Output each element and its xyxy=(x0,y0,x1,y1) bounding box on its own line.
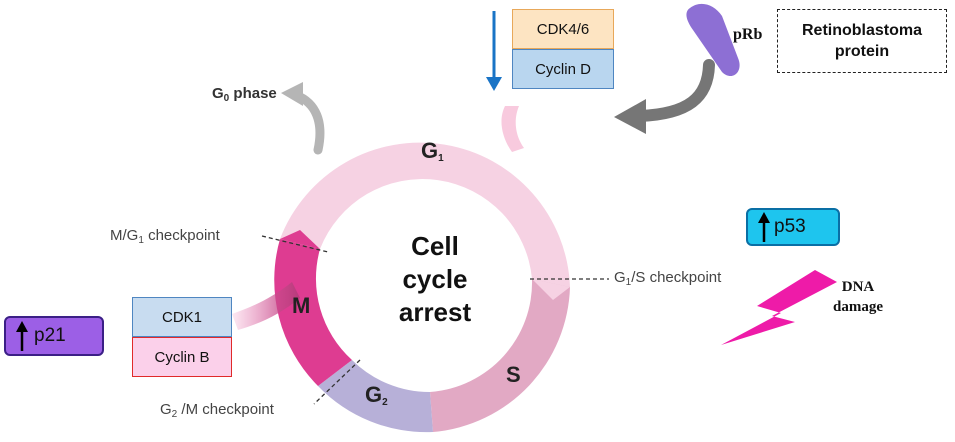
g1s-checkpoint-label: G1/S checkpoint xyxy=(614,269,722,288)
center-line-2: cycle xyxy=(402,264,468,294)
g2-segment xyxy=(318,360,433,433)
p53-badge: p53 xyxy=(746,208,840,246)
retinoblastoma-box: Retinoblastoma protein xyxy=(777,9,947,73)
g0-arrowhead xyxy=(281,82,303,106)
prb-arrowhead xyxy=(614,99,646,134)
g1-connector xyxy=(501,106,524,152)
m-segment xyxy=(274,239,352,386)
mg1-arrow-notch xyxy=(280,230,320,249)
prb-protein-shape xyxy=(686,3,740,77)
g2m-checkpoint-label: G2 /M checkpoint xyxy=(160,401,274,420)
phase-label-m: M xyxy=(292,293,311,318)
dna-damage-line-1: DNA xyxy=(841,279,875,295)
cdk1-box: CDK1 xyxy=(132,297,232,337)
phase-label-g1: G1 xyxy=(421,138,444,164)
g1-segment xyxy=(280,142,570,287)
dna-damage-line-2: damage xyxy=(833,299,883,315)
up-arrow-icon xyxy=(16,321,28,351)
down-arrow-head xyxy=(486,77,502,91)
dna-damage-label: DNA damage xyxy=(813,277,903,317)
center-line-1: Cell xyxy=(411,231,459,261)
cdk46-box: CDK4/6 xyxy=(512,9,614,49)
gs-arrow-notch xyxy=(532,279,570,300)
up-arrow-icon xyxy=(758,212,770,242)
prb-label: pRb xyxy=(733,26,763,43)
mg1-checkpoint-label: M/G1 checkpoint xyxy=(110,227,220,246)
m-tail xyxy=(232,282,300,330)
lightning-bolt-icon xyxy=(721,270,837,345)
phase-label-s: S xyxy=(506,362,521,387)
center-line-3: arrest xyxy=(398,297,472,327)
cyclin-d-box: Cyclin D xyxy=(512,49,614,89)
retinoblastoma-line-2: protein xyxy=(834,43,890,60)
cyclin-b-box: Cyclin B xyxy=(132,337,232,377)
p21-badge: p21 xyxy=(4,316,104,356)
phase-label-g2: G2 xyxy=(365,382,388,408)
p53-label: p53 xyxy=(774,216,806,237)
retinoblastoma-line-1: Retinoblastoma xyxy=(801,22,922,39)
g2m-checkpoint-line xyxy=(313,359,361,405)
prb-arrow xyxy=(634,59,715,122)
p21-label: p21 xyxy=(34,325,66,346)
g0-phase-label: G0 phase xyxy=(212,85,277,104)
center-title: Cell cycle arrest xyxy=(370,230,500,329)
s-segment xyxy=(430,279,570,432)
mg1-checkpoint-line xyxy=(261,235,329,253)
